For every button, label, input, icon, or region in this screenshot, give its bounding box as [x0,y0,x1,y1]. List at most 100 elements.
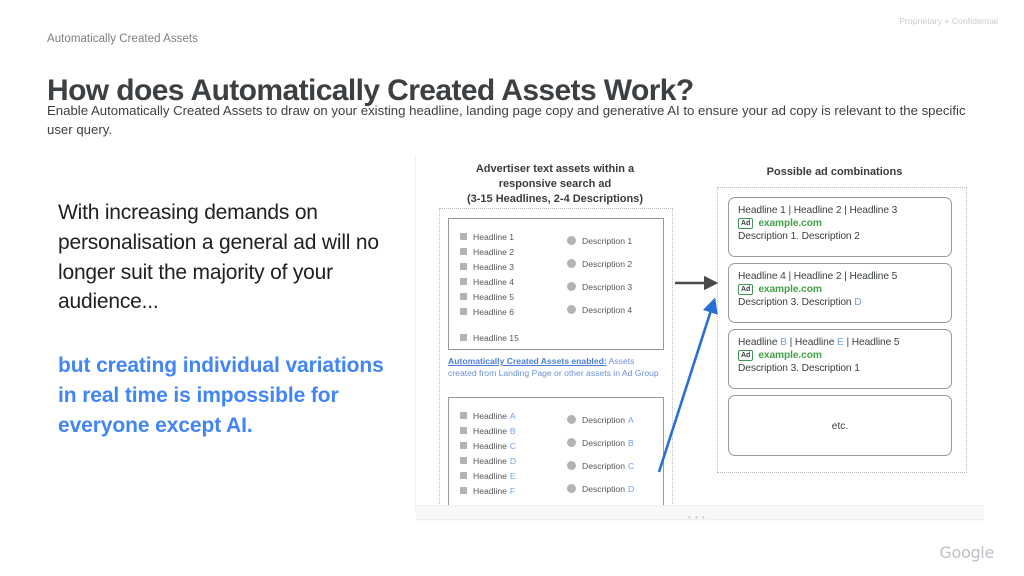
list-item-suffix: B [628,437,634,448]
list-item-label: Headline 5 [473,291,515,302]
slide-eyebrow: Automatically Created Assets [47,33,198,45]
ad-url-row: Ad example.com [738,350,942,361]
list-item: Headline 3 [460,259,519,274]
list-item-label: Description [582,483,625,494]
aca-flow-diagram: Advertiser text assets within a responsi… [415,156,985,528]
ad-description-part: Description 3. [738,297,799,308]
list-item-suffix: C [628,460,635,471]
confidentiality-notice: Proprietary + Confidential [899,16,998,26]
headline-square-icon [460,278,467,285]
list-item-label: Headline [473,485,507,496]
ad-badge: Ad [738,284,754,295]
description-circle-icon [567,282,576,291]
list-item: Description 3 [567,275,632,298]
page-title: How does Automatically Created Assets Wo… [47,74,694,108]
headline-square-icon [460,442,467,449]
ad-display-url: example.com [758,284,822,295]
ad-description-part: Description 2 [801,231,860,242]
list-item-label: Headline [473,440,507,451]
list-item-suffix: E [509,470,516,481]
ad-description-part: Description 3. [738,363,799,374]
ad-headline: Headline B | Headline E | Headline 5 [738,337,900,348]
list-item: Headline 4 [460,274,519,289]
description-circle-icon [567,259,576,268]
list-item-label: Headline 1 [473,231,515,242]
headline-square-icon [460,457,467,464]
ad-combination-etc-card: etc. [728,395,952,456]
advertiser-headline-list: Headline 1 Headline 2 Headline 3 Headlin… [460,229,519,345]
list-item-suffix: A [628,414,634,425]
list-item-label: Headline 4 [473,276,515,287]
ad-headline-part: Headline 5 [851,337,900,348]
ad-display-url: example.com [758,218,822,229]
list-item-suffix: C [509,440,517,451]
headline-square-icon [460,487,467,494]
ad-display-url: example.com [758,350,822,361]
list-item-suffix: B [509,425,516,436]
ad-description: Description 3. Description D [738,297,942,308]
ad-description-part: Description [801,297,852,308]
headline-square-icon [460,334,467,341]
list-item-suffix: F [509,485,516,496]
ad-headline-part-generated: B [780,337,787,348]
list-item-label: Headline [473,470,507,481]
description-circle-icon [567,461,576,470]
list-item-label: Description 2 [582,258,633,269]
list-item: Headline 5 [460,289,519,304]
list-item-label: Headline [473,455,507,466]
ad-description: Description 1. Description 2 [738,231,942,242]
list-item-label: Description [582,460,625,471]
list-item-label: Headline [473,410,507,421]
headline-square-icon [460,248,467,255]
list-item: Headline 15 [460,330,519,345]
description-circle-icon [567,438,576,447]
aca-note-body: Assets created from Landing Page or othe… [448,356,659,379]
list-item-label: Description [582,437,625,448]
headline-square-icon [460,412,467,419]
list-item-label: Headline 15 [473,332,519,343]
ad-headline-part: Headline [738,337,778,348]
ad-headline-part: Headline 4 [738,271,786,282]
footer-dots: • • • [688,513,706,522]
ad-headline-part: Headline 3 [849,205,898,216]
aca-note-heading: Automatically Created Assets enabled: [448,356,607,366]
ad-badge: Ad [738,218,754,229]
left-column-title-line-2: responsive search ad [498,177,612,190]
ad-headline-part: Headline 2 [793,205,842,216]
left-column-title-line-3: (3-15 Headlines, 2-4 Descriptions) [466,192,644,205]
description-circle-icon [567,415,576,424]
ad-combinations-container [717,187,967,473]
headline-square-icon [460,293,467,300]
left-column-title: Advertiser text assets within a responsi… [435,162,675,207]
ad-combination-card: Headline 1 | Headline 2 | Headline 3 Ad … [728,197,952,257]
list-item: Headline 2 [460,244,519,259]
description-circle-icon [567,236,576,245]
right-column-title: Possible ad combinations [766,166,903,178]
list-item-label: Headline 2 [473,246,515,257]
ad-combination-card: Headline B | Headline E | Headline 5 Ad … [728,329,952,389]
etc-label: etc. [831,421,849,432]
google-wordmark: Google [939,543,994,562]
list-item-label: Headline 3 [473,261,515,272]
list-item: Description 1 [567,229,632,252]
slide-subtitle: Enable Automatically Created Assets to d… [47,103,966,138]
ad-url-row: Ad example.com [738,284,942,295]
aca-enabled-note: Automatically Created Assets enabled: As… [448,355,664,379]
list-item-suffix: A [509,410,516,421]
ad-headline-part: Headline 2 [793,271,842,282]
list-item-suffix: D [628,483,635,494]
ad-headline-part-generated: E [837,337,844,348]
list-item: Description 4 [567,298,632,321]
narrative-paragraph: With increasing demands on personalisati… [58,201,379,314]
ad-headline-part: Headline [794,337,835,348]
description-circle-icon [567,305,576,314]
ad-description-part: Description 1. [738,231,799,242]
ad-headline-part: Headline 5 [849,271,898,282]
